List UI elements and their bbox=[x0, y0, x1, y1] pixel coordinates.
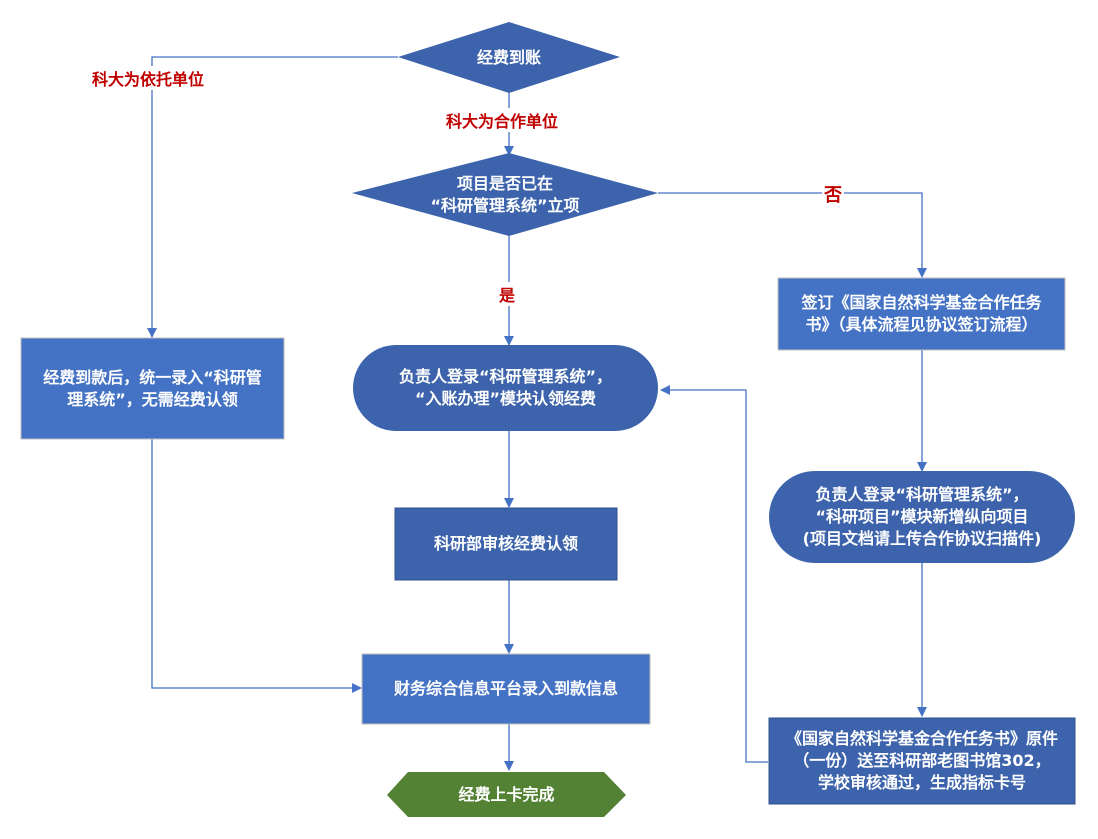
end-shape bbox=[387, 772, 626, 817]
decision-diamond bbox=[352, 153, 658, 236]
review-shape bbox=[394, 507, 618, 581]
lead-unit-label: 科大为依托单位 bbox=[90, 66, 207, 90]
left-box-shape bbox=[20, 337, 285, 440]
partner-unit-label: 科大为合作单位 bbox=[444, 108, 561, 132]
claim-shape bbox=[353, 345, 658, 431]
submit-shape bbox=[768, 717, 1076, 805]
edge-decision-to-sign bbox=[658, 192, 927, 278]
edge-start-to-left-box bbox=[147, 56, 398, 338]
finance-shape bbox=[361, 653, 651, 725]
no-label: 否 bbox=[822, 181, 844, 207]
new-project-shape bbox=[769, 471, 1075, 563]
edge-submit-to-claim bbox=[660, 385, 768, 763]
start-diamond bbox=[398, 22, 620, 93]
sign-shape bbox=[777, 277, 1066, 351]
edge-left-box-to-finance bbox=[151, 439, 362, 693]
yes-label: 是 bbox=[497, 282, 518, 306]
